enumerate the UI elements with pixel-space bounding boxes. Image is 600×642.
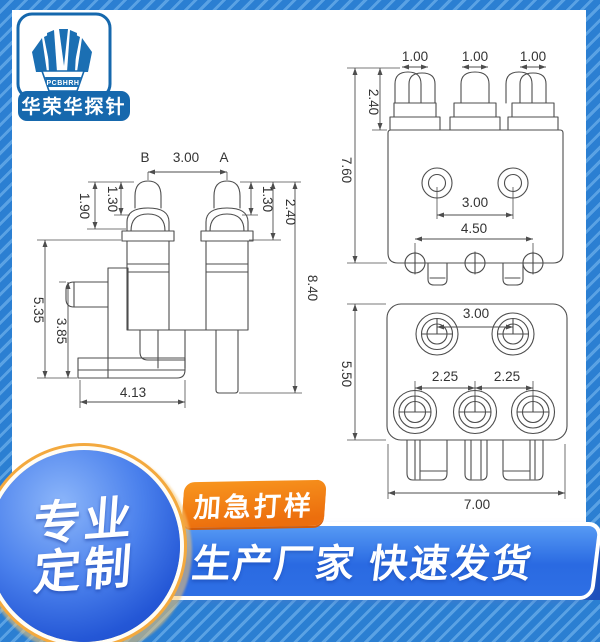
logo-text-band	[45, 77, 81, 87]
logo-text-en: PCBHRH	[47, 80, 80, 87]
pin-label-b: B	[140, 150, 149, 165]
logo-name-bar	[18, 91, 130, 121]
dim-front-total-height: 7.60	[339, 157, 354, 183]
dim-front-head-height: 2.40	[366, 89, 381, 115]
rush-sample-text: 加急打样	[192, 490, 315, 523]
technical-drawings: B A 3.00 1.90 1.30 1.30 2.40 8.40 5.35 3…	[31, 49, 568, 512]
dim-pin-pitch-left: 2.25	[432, 369, 458, 384]
dim-body-height: 5.35	[31, 297, 46, 323]
dim-pin-pitch-right: 2.25	[494, 369, 520, 384]
front-view-drawing: 1.00 1.00 1.00 7.60 2.40 3.00 4.50	[339, 49, 564, 286]
side-view-drawing: B A 3.00 1.90 1.30 1.30 2.40 8.40 5.35 3…	[31, 150, 320, 408]
dim-tip-width-1: 1.00	[402, 49, 428, 64]
slogan-text: 生产厂家 快速发货	[189, 543, 536, 586]
bottom-view-drawing: 3.00 2.25 2.25 5.50 7.00	[339, 303, 568, 512]
dim-total-height: 8.40	[305, 275, 320, 301]
dim-tip-left: 1.30	[105, 186, 120, 212]
dim-tip-right: 1.30	[260, 186, 275, 212]
promo-banner: 生产厂家 快速发货 加急打样 专业 定制	[0, 448, 600, 642]
dim-tip-width-2: 1.00	[462, 49, 488, 64]
dim-bottom-body-width: 7.00	[464, 497, 490, 512]
dim-plunger-exposed: 1.90	[77, 193, 92, 219]
dim-head-height: 2.40	[283, 199, 298, 225]
dim-bottom-hole-pitch: 3.00	[463, 306, 489, 321]
dim-side-pitch: 3.00	[173, 150, 199, 165]
slogan-banner: 生产厂家 快速发货	[123, 522, 600, 600]
seal-text-line2: 定制	[31, 539, 137, 600]
crown-icon	[32, 29, 92, 72]
dim-tip-width-3: 1.00	[520, 49, 546, 64]
rush-sample-badge: 加急打样	[181, 479, 327, 529]
dim-bracket-height: 3.85	[54, 318, 69, 344]
custom-service-seal: 专业 定制	[0, 450, 180, 642]
dim-front-hole-pitch: 3.00	[462, 195, 488, 210]
brand-name: 华荣华探针	[21, 95, 126, 118]
dim-foot-width: 4.13	[120, 385, 146, 400]
dim-bottom-body-height: 5.50	[339, 361, 354, 387]
brand-logo: PCBHRH 华荣华探针	[16, 12, 130, 121]
dim-front-tab-span: 4.50	[461, 221, 487, 236]
pin-label-a: A	[219, 150, 228, 165]
